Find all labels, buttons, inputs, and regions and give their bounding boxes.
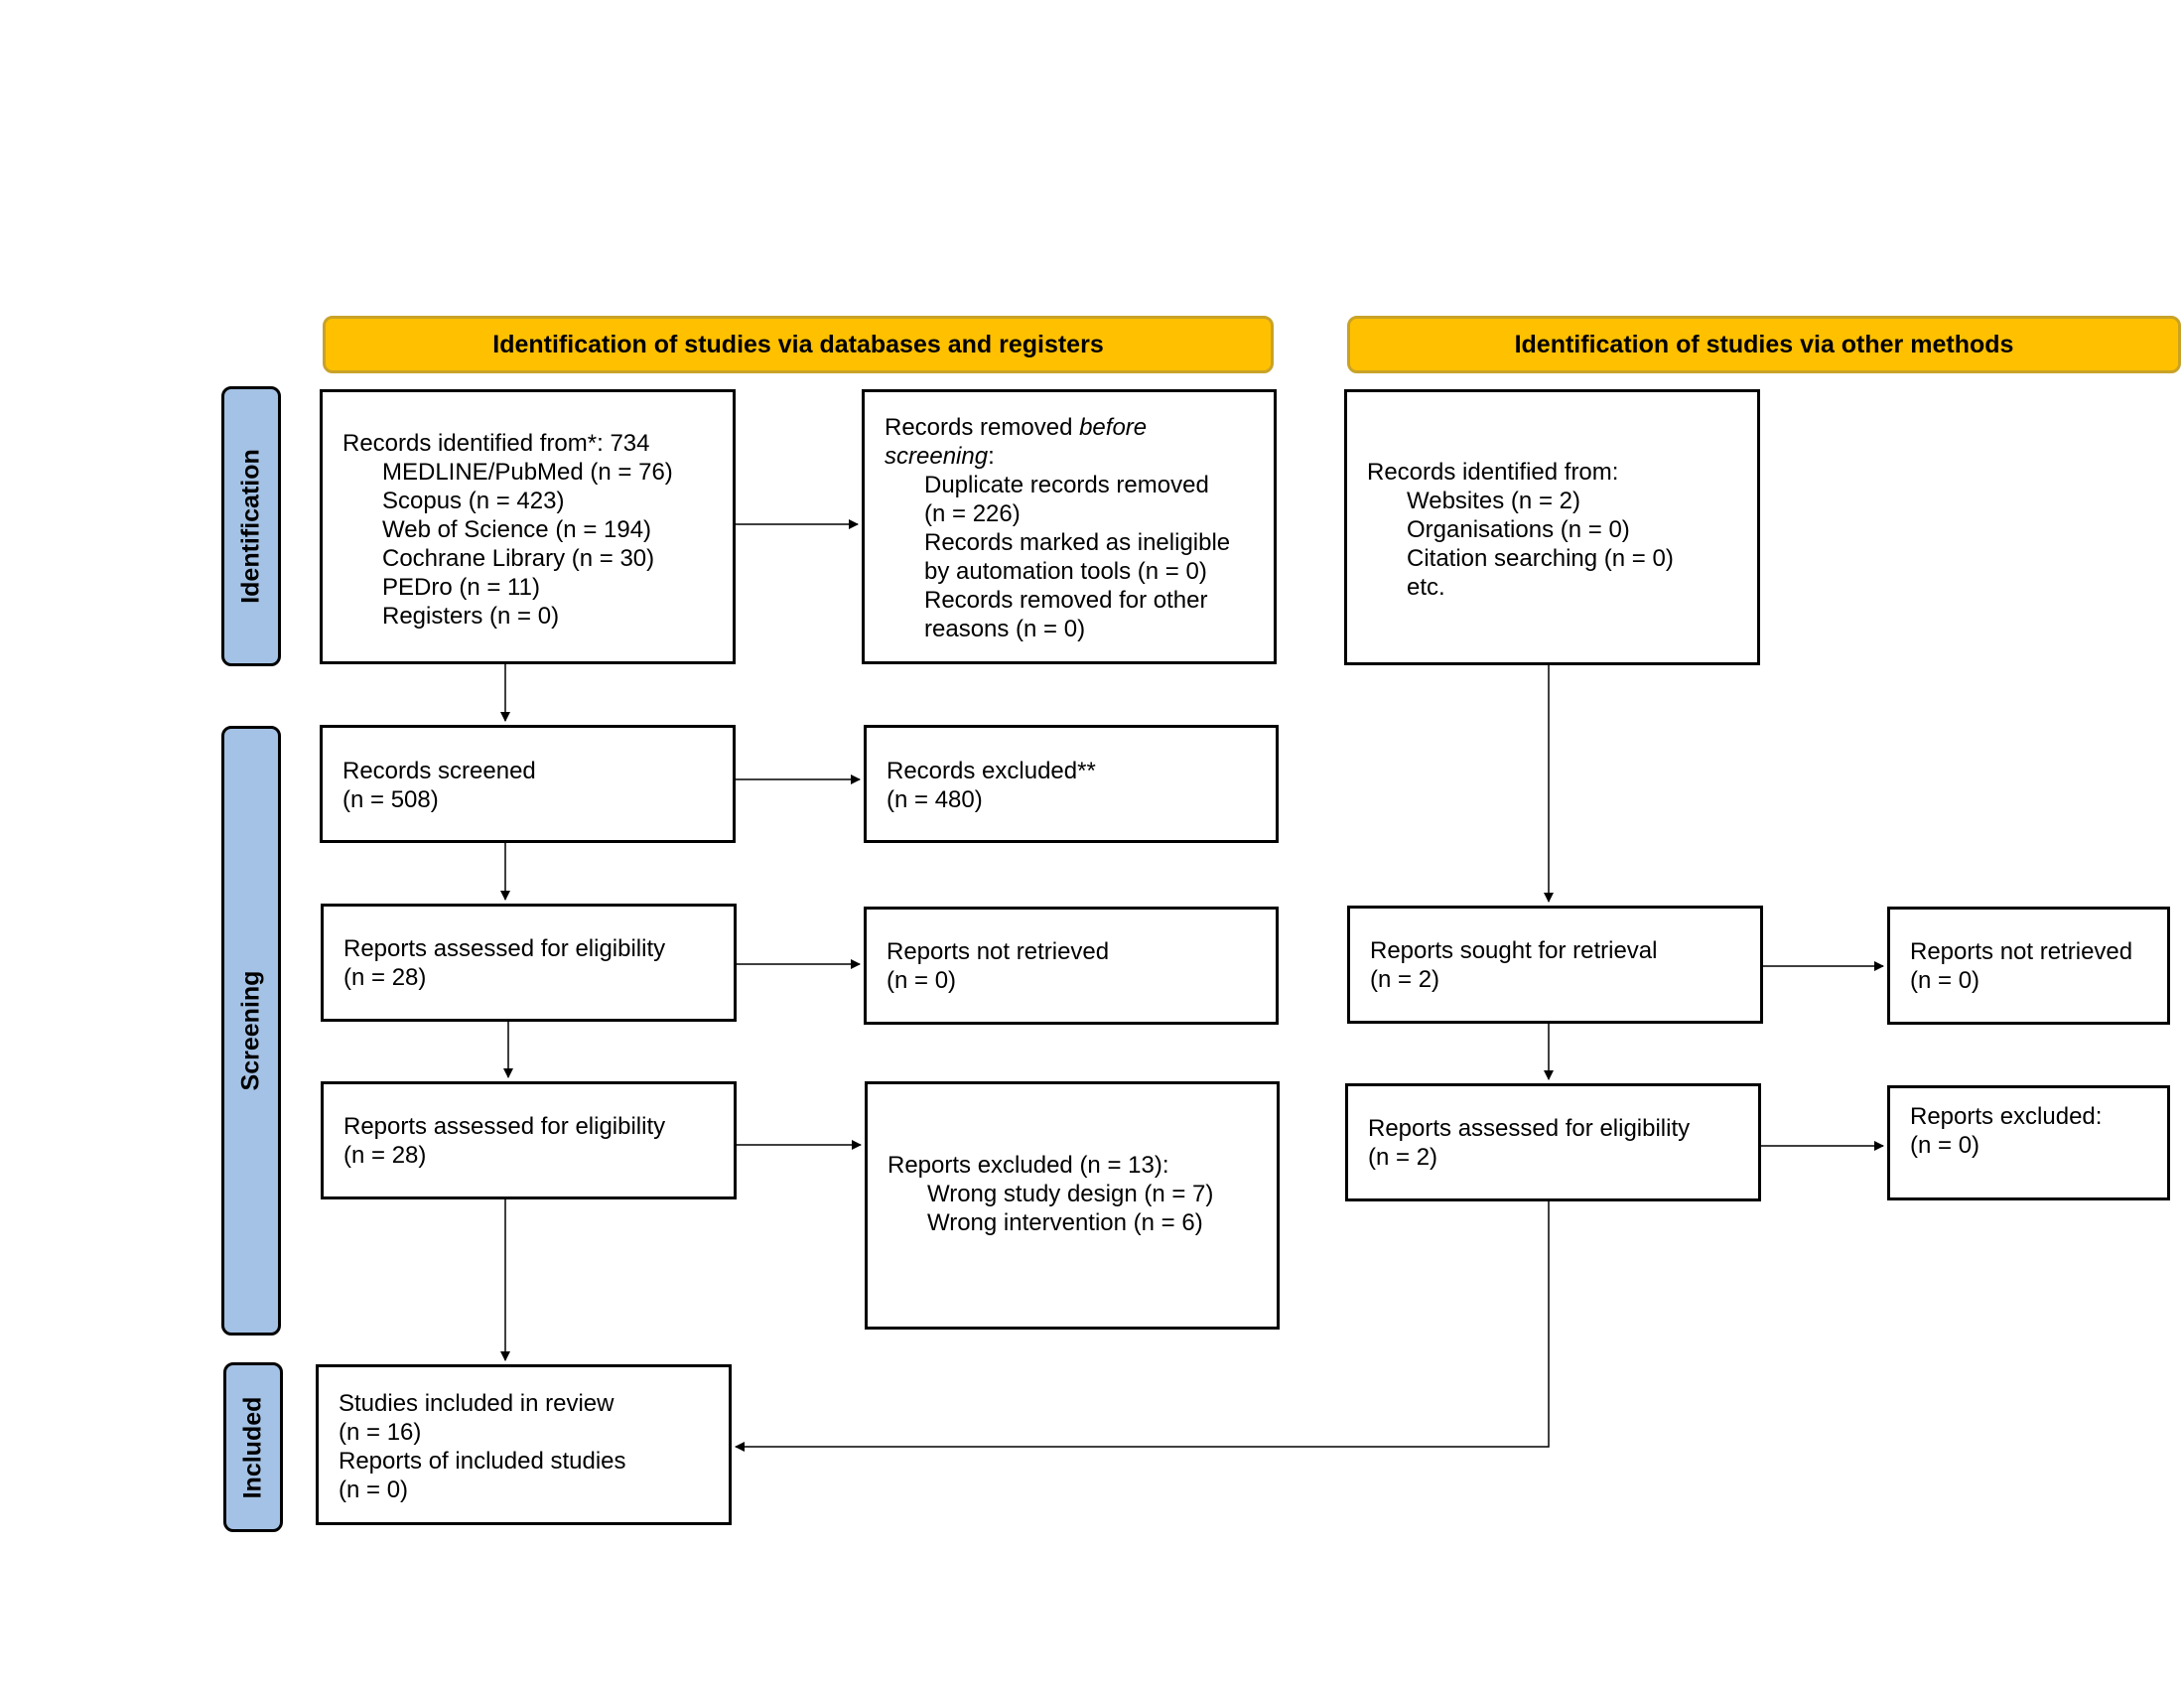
other-source-item: etc.: [1407, 574, 1445, 601]
records-excluded-count: (n = 480): [887, 786, 983, 813]
reports-assessed-label: Reports assessed for eligibility: [343, 1113, 666, 1140]
source-item: Registers (n = 0): [382, 603, 560, 630]
exclusion-reason: Wrong study design (n = 7): [927, 1181, 1214, 1207]
removed-item: (n = 226): [924, 500, 1021, 527]
included-line: (n = 16): [339, 1419, 422, 1446]
records-screened-count: (n = 508): [342, 786, 439, 813]
other-reports-excluded-label: Reports excluded:: [1910, 1103, 2103, 1130]
exclusion-reason: Wrong intervention (n = 6): [927, 1209, 1203, 1236]
reports-excluded-box: Reports excluded (n = 13): Wrong study d…: [865, 1081, 1280, 1330]
reports-assessed-box: Reports assessed for eligibility (n = 28…: [321, 1081, 737, 1199]
removed-item: reasons (n = 0): [924, 616, 1086, 642]
removed-item: by automation tools (n = 0): [924, 558, 1207, 585]
other-reports-not-retrieved-box: Reports not retrieved (n = 0): [1887, 907, 2170, 1025]
stage-screening: Screening: [221, 726, 281, 1336]
records-identified-title: Records identified from*: 734: [342, 430, 650, 457]
other-reports-sought-box: Reports sought for retrieval (n = 2): [1347, 906, 1763, 1024]
reports-sought-count: (n = 28): [343, 964, 427, 991]
other-reports-assessed-label: Reports assessed for eligibility: [1368, 1115, 1691, 1142]
reports-sought-box: Reports assessed for eligibility (n = 28…: [321, 904, 737, 1022]
source-item: MEDLINE/PubMed (n = 76): [382, 459, 673, 486]
stage-included-label: Included: [238, 1396, 267, 1498]
other-not-retrieved-count: (n = 0): [1910, 967, 1980, 994]
stage-included: Included: [223, 1362, 283, 1532]
other-reports-excluded-count: (n = 0): [1910, 1132, 1980, 1159]
included-line: (n = 0): [339, 1477, 409, 1503]
records-removed-title: Records removed before: [885, 414, 1148, 441]
other-reports-sought-label: Reports sought for retrieval: [1370, 937, 1658, 964]
other-reports-assessed-box: Reports assessed for eligibility (n = 2): [1345, 1083, 1761, 1201]
stage-identification-label: Identification: [236, 449, 265, 604]
header-databases-label: Identification of studies via databases …: [492, 330, 1104, 358]
studies-included-box: Studies included in review (n = 16) Repo…: [316, 1364, 732, 1525]
header-other-methods: Identification of studies via other meth…: [1347, 316, 2181, 373]
removed-item: Duplicate records removed: [924, 472, 1209, 498]
source-item: Cochrane Library (n = 30): [382, 545, 655, 572]
source-item: Scopus (n = 423): [382, 488, 565, 514]
other-records-identified-box: Records identified from: Websites (n = 2…: [1344, 389, 1760, 665]
source-item: PEDro (n = 11): [382, 574, 540, 601]
header-databases-registers: Identification of studies via databases …: [323, 316, 1274, 373]
other-source-item: Websites (n = 2): [1407, 488, 1580, 514]
reports-excluded-title: Reports excluded (n = 13):: [887, 1152, 1169, 1179]
records-identified-box: Records identified from*: 734 MEDLINE/Pu…: [320, 389, 736, 664]
stage-screening-label: Screening: [236, 970, 265, 1091]
reports-not-retrieved-box: Reports not retrieved (n = 0): [864, 907, 1279, 1025]
source-item: Web of Science (n = 194): [382, 516, 652, 543]
removed-item: Records marked as ineligible: [924, 529, 1231, 556]
reports-not-retrieved-count: (n = 0): [887, 967, 957, 994]
records-screened-label: Records screened: [342, 758, 536, 784]
other-reports-excluded-box: Reports excluded: (n = 0): [1887, 1085, 2170, 1200]
stage-identification: Identification: [221, 386, 281, 666]
removed-item: Records removed for other: [924, 587, 1208, 614]
other-reports-sought-count: (n = 2): [1370, 966, 1440, 993]
reports-assessed-count: (n = 28): [343, 1142, 427, 1169]
other-records-title: Records identified from:: [1367, 459, 1619, 486]
reports-sought-label: Reports assessed for eligibility: [343, 935, 666, 962]
reports-not-retrieved-label: Reports not retrieved: [887, 938, 1110, 965]
header-other-label: Identification of studies via other meth…: [1514, 330, 2014, 358]
included-line: Reports of included studies: [339, 1448, 626, 1475]
other-source-item: Citation searching (n = 0): [1407, 545, 1674, 572]
records-excluded-box: Records excluded** (n = 480): [864, 725, 1279, 843]
other-source-item: Organisations (n = 0): [1407, 516, 1630, 543]
records-removed-box: Records removed before screening: Duplic…: [862, 389, 1277, 664]
other-not-retrieved-label: Reports not retrieved: [1910, 938, 2133, 965]
records-excluded-label: Records excluded**: [887, 758, 1096, 784]
records-screened-box: Records screened (n = 508): [320, 725, 736, 843]
included-line: Studies included in review: [339, 1390, 614, 1417]
other-reports-assessed-count: (n = 2): [1368, 1144, 1438, 1171]
